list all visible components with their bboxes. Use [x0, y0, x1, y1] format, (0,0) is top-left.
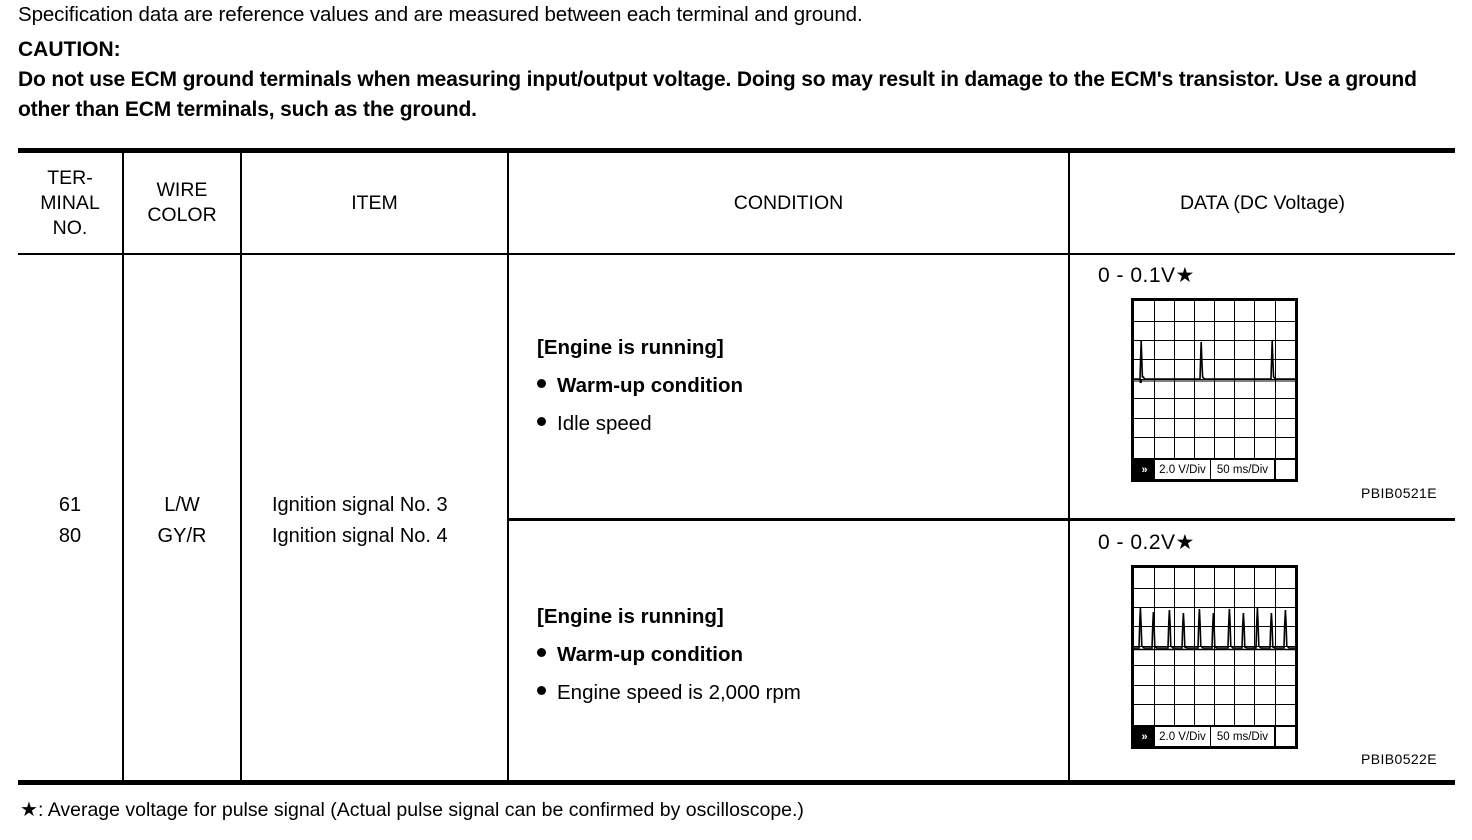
oscilloscope-waveform-2: [1134, 568, 1295, 725]
condition-bullet-2-2: Engine speed is 2,000 rpm: [537, 674, 1068, 712]
terminal-no-value-2: 80: [58, 524, 82, 547]
wire-color-value-1: L/W: [164, 493, 200, 516]
terminal-no-header-line1: TER-: [47, 166, 93, 189]
voltage-range-value: 0 - 0.2V: [1098, 531, 1176, 554]
oscilloscope-footer-1: » 2.0 V/Div 50 ms/Div: [1134, 458, 1295, 479]
footnote-text: : Average voltage for pulse signal (Actu…: [37, 799, 804, 821]
bullet-icon: [537, 378, 546, 388]
column-header-wire-color: WIRE COLOR: [124, 153, 240, 253]
intro-block: Specification data are reference values …: [18, 0, 1454, 125]
condition-bullet-text: Engine speed is 2,000 rpm: [557, 680, 801, 704]
column-rule-4: [1068, 153, 1070, 780]
condition-bullet-text: Idle speed: [557, 411, 652, 435]
time-per-div-label: 50 ms/Div: [1211, 727, 1276, 746]
oscilloscope-display-1: » 2.0 V/Div 50 ms/Div: [1131, 298, 1298, 482]
time-per-div-label: 50 ms/Div: [1211, 460, 1276, 479]
cell-condition-row-2: [Engine is running] Warm-up condition En…: [509, 521, 1068, 788]
oscilloscope-footer-2: » 2.0 V/Div 50 ms/Div: [1134, 725, 1295, 746]
item-value-2: Ignition signal No. 4: [272, 524, 448, 547]
column-header-condition: CONDITION: [733, 191, 844, 214]
row-separator: [507, 518, 1455, 521]
condition-bullet-1-2: Idle speed: [537, 405, 1068, 443]
caution-label: CAUTION:: [18, 38, 121, 61]
terminal-no-value-1: 61: [58, 493, 82, 516]
condition-title-2: [Engine is running]: [537, 604, 724, 628]
column-rule-3: [507, 153, 509, 780]
column-header-data: DATA (DC Voltage): [1179, 191, 1346, 214]
footnote: ★: Average voltage for pulse signal (Act…: [20, 797, 804, 822]
star-icon: ★: [1175, 531, 1195, 554]
oscilloscope-display-2: » 2.0 V/Div 50 ms/Div: [1131, 565, 1298, 749]
condition-title-1: [Engine is running]: [537, 335, 724, 359]
wire-color-header-line1: WIRE: [156, 179, 208, 201]
column-header-item: ITEM: [351, 191, 398, 214]
bullet-icon: [537, 416, 546, 426]
fast-forward-icon[interactable]: »: [1134, 460, 1155, 479]
cell-data-row-2: 0 - 0.2V★: [1070, 521, 1455, 788]
cell-wire-color: L/W GY/R: [124, 253, 240, 788]
fast-forward-icon[interactable]: »: [1134, 727, 1155, 746]
oscilloscope-screen-2: [1134, 568, 1295, 725]
oscilloscope-screen-1: [1134, 301, 1295, 458]
volts-per-div-label: 2.0 V/Div: [1155, 727, 1211, 746]
condition-bullet-text: Warm-up condition: [557, 373, 743, 397]
volts-per-div-label: 2.0 V/Div: [1155, 460, 1211, 479]
ecm-terminal-spec-table: TER- MINAL NO. WIRE COLOR ITEM CONDITION…: [18, 148, 1455, 785]
condition-bullet-1-1: Warm-up condition: [537, 367, 1068, 405]
voltage-range-value: 0 - 0.1V: [1098, 264, 1176, 287]
column-rule-1: [122, 153, 124, 780]
header-separator: [18, 253, 1455, 255]
voltage-range-1: 0 - 0.1V★: [1098, 263, 1194, 288]
column-header-terminal-no: TER- MINAL NO.: [18, 153, 122, 253]
specification-note: Specification data are reference values …: [18, 3, 863, 26]
terminal-no-header-line2: MINAL: [40, 191, 100, 214]
figure-reference-1: PBIB0521E: [1361, 485, 1437, 501]
star-icon: ★: [1175, 264, 1195, 287]
cell-terminal-no: 61 80: [18, 253, 122, 788]
oscilloscope-waveform-1: [1134, 301, 1295, 458]
item-value-1: Ignition signal No. 3: [272, 493, 448, 516]
cell-condition-row-1: [Engine is running] Warm-up condition Id…: [509, 253, 1068, 518]
figure-reference-2: PBIB0522E: [1361, 751, 1437, 767]
bullet-icon: [537, 647, 546, 657]
cell-item: Ignition signal No. 3 Ignition signal No…: [242, 253, 507, 788]
star-icon: ★: [20, 799, 38, 821]
bullet-icon: [537, 685, 546, 695]
caution-text: Do not use ECM ground terminals when mea…: [18, 68, 1417, 121]
terminal-no-header-line3: NO.: [52, 216, 88, 239]
scope-blank-box: [1276, 727, 1295, 746]
cell-data-row-1: 0 - 0.1V★: [1070, 253, 1455, 518]
condition-bullet-2-1: Warm-up condition: [537, 636, 1068, 674]
condition-bullet-text: Warm-up condition: [557, 642, 743, 666]
voltage-range-2: 0 - 0.2V★: [1098, 530, 1194, 555]
wire-color-header-line2: COLOR: [147, 204, 217, 226]
scope-blank-box: [1276, 460, 1295, 479]
column-rule-2: [240, 153, 242, 780]
wire-color-value-2: GY/R: [157, 524, 207, 547]
